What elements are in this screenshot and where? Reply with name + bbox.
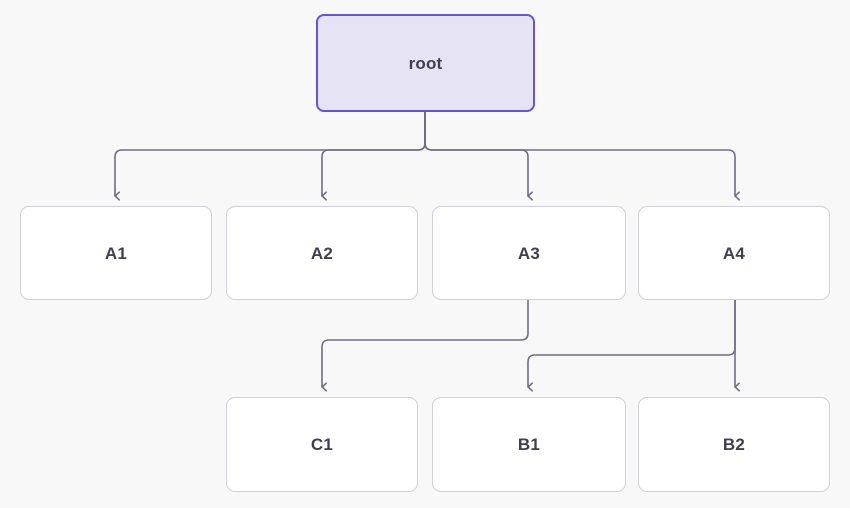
node-A3[interactable]: A3 <box>432 206 626 300</box>
node-label-C1: C1 <box>310 435 334 454</box>
node-label-A2: A2 <box>310 243 334 263</box>
node-label-root: root <box>408 53 443 73</box>
node-label-B2: B2 <box>722 435 746 454</box>
node-label-A1: A1 <box>104 243 128 263</box>
edge-root-to-A2 <box>321 111 426 201</box>
node-label-A4: A4 <box>722 243 746 263</box>
node-A2[interactable]: A2 <box>226 206 418 300</box>
edge-A4-to-B1 <box>527 299 736 392</box>
node-B2[interactable]: B2 <box>638 397 830 492</box>
node-A1[interactable]: A1 <box>20 206 212 300</box>
edge-root-to-A4 <box>424 111 740 201</box>
node-B1[interactable]: B1 <box>432 397 626 492</box>
edge-root-to-A3 <box>424 111 533 201</box>
node-A4[interactable]: A4 <box>638 206 830 300</box>
node-root[interactable]: root <box>316 14 535 112</box>
edge-root-to-A1 <box>114 111 426 201</box>
edge-A3-to-C1 <box>321 299 529 392</box>
node-C1[interactable]: C1 <box>226 397 418 492</box>
node-label-A3: A3 <box>517 243 541 263</box>
node-label-B1: B1 <box>517 435 541 454</box>
